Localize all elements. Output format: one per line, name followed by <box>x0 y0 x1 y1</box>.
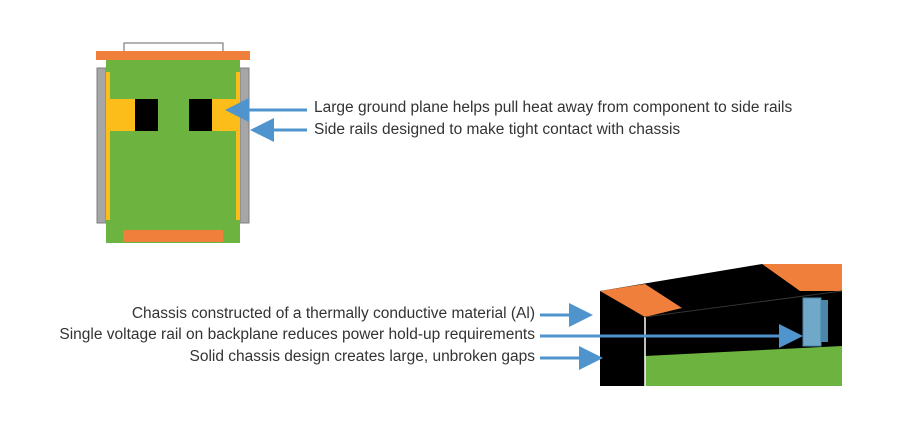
capacitor-component <box>802 297 822 347</box>
right-gold-strip <box>236 72 240 220</box>
right-black-component <box>189 99 212 131</box>
board-module <box>96 42 250 243</box>
right-side-rail <box>239 67 250 224</box>
pcb-ground-plane <box>106 60 240 243</box>
chassis-green-floor <box>645 346 842 386</box>
left-gold-pad <box>106 99 135 131</box>
left-black-component <box>135 99 158 131</box>
chassis-edge-line <box>644 290 843 318</box>
top-orange-bar <box>96 51 250 60</box>
label-ground-plane: Large ground plane helps pull heat away … <box>314 99 793 116</box>
label-chassis-material: Chassis constructed of a thermally condu… <box>131 305 535 322</box>
left-gold-strip <box>106 72 110 220</box>
chassis-box <box>600 264 843 386</box>
label-voltage-rail: Single voltage rail on backplane reduces… <box>59 326 535 343</box>
right-gold-pad <box>212 99 240 131</box>
left-side-rail <box>96 67 107 224</box>
label-solid-chassis: Solid chassis design creates large, unbr… <box>189 348 535 365</box>
bottom-orange-bar <box>123 230 223 242</box>
chassis-orange-left-panel <box>600 284 682 317</box>
capacitor-side <box>821 300 828 342</box>
chassis-orange-right-panel <box>762 264 842 291</box>
label-side-rails: Side rails designed to make tight contac… <box>314 121 681 138</box>
